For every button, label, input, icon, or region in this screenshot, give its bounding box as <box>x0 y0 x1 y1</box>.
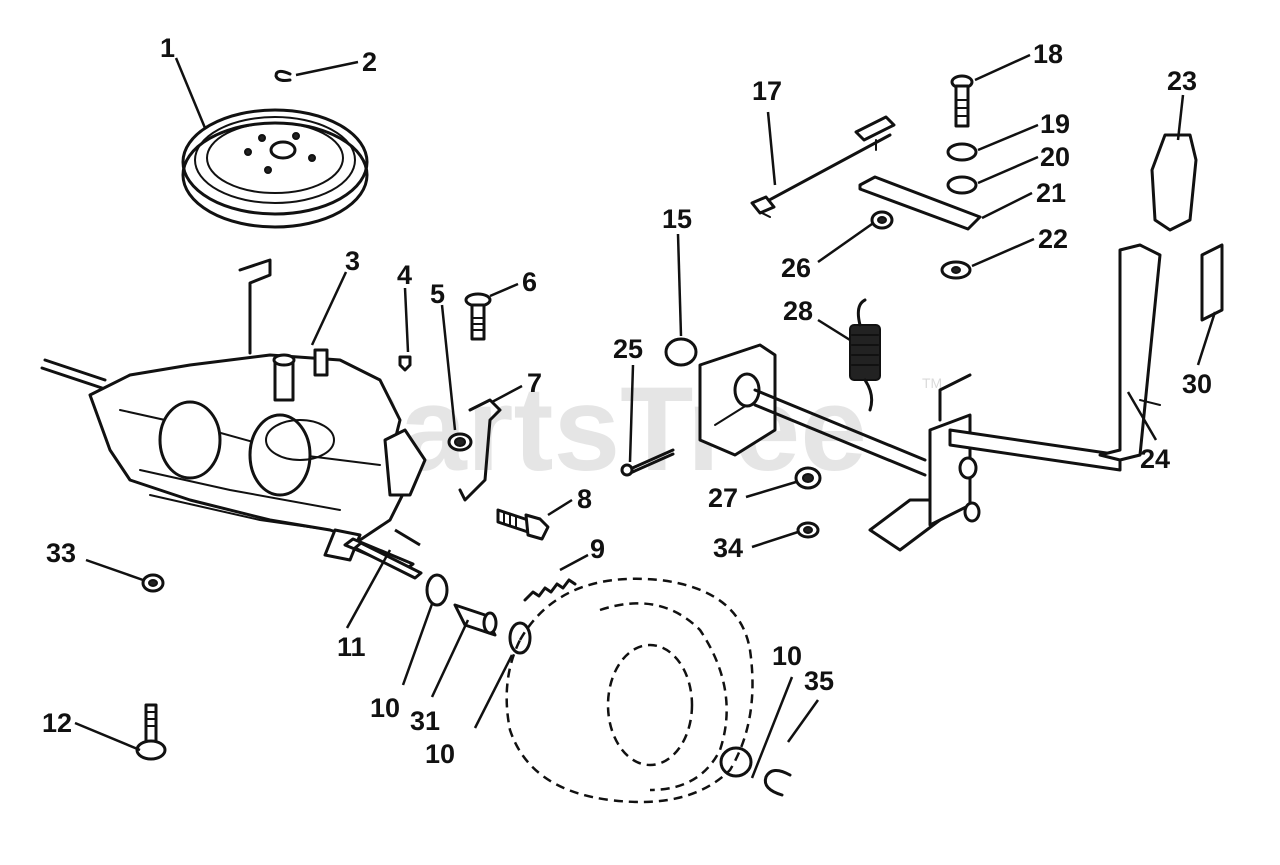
callout-9: 9 <box>590 534 605 564</box>
callout-10-c: 10 <box>772 641 802 671</box>
callout-15: 15 <box>662 204 692 234</box>
callout-33: 33 <box>46 538 76 568</box>
callout-27: 27 <box>708 483 738 513</box>
callout-1: 1 <box>160 33 175 63</box>
callout-18: 18 <box>1033 39 1063 69</box>
callout-11: 11 <box>337 632 366 662</box>
callout-4: 4 <box>397 260 412 290</box>
part-15-washer <box>664 337 698 367</box>
part-33-nut <box>141 573 165 593</box>
part-26-nut <box>870 210 894 230</box>
part-20-washer <box>946 175 978 195</box>
part-35-clip <box>763 769 792 797</box>
callout-31: 31 <box>410 706 440 736</box>
part-9-spring <box>523 578 577 602</box>
callout-35: 35 <box>804 666 834 696</box>
part-3-transaxle <box>40 258 427 562</box>
callout-3: 3 <box>345 246 360 276</box>
callout-19: 19 <box>1040 109 1070 139</box>
leader-lines <box>74 53 1217 779</box>
part-21-plate <box>858 175 982 231</box>
part-17-rod <box>750 115 896 218</box>
callout-10-b: 10 <box>425 739 455 769</box>
part-4-pin <box>398 355 412 372</box>
callout-23: 23 <box>1167 66 1197 96</box>
callout-20: 20 <box>1040 142 1070 172</box>
part-23-pedal-pad <box>1150 133 1198 232</box>
callout-34: 34 <box>713 533 743 563</box>
callout-5: 5 <box>430 279 445 309</box>
callout-22: 22 <box>1038 224 1068 254</box>
callout-25: 25 <box>613 334 643 364</box>
part-31-spacer <box>453 603 498 637</box>
part-5-nut <box>447 432 473 452</box>
part-10-washer-1 <box>425 573 449 607</box>
callout-8: 8 <box>577 484 592 514</box>
part-25-cotter <box>626 448 675 476</box>
callout-26: 26 <box>781 253 811 283</box>
callout-2: 2 <box>362 47 377 77</box>
callout-12: 12 <box>42 708 72 738</box>
callout-24: 24 <box>1140 444 1170 474</box>
callout-28: 28 <box>783 296 813 326</box>
part-1-pulley <box>181 108 369 229</box>
callout-10-a: 10 <box>370 693 400 723</box>
part-6-bolt <box>464 292 492 341</box>
part-28-spring <box>849 298 881 412</box>
watermark-trademark: TM <box>922 375 942 391</box>
part-30-decal <box>1200 243 1224 322</box>
part-19-washer <box>946 142 978 162</box>
callout-30: 30 <box>1182 369 1212 399</box>
part-22-washer <box>940 260 972 280</box>
part-24-pedal-assembly <box>698 243 1162 552</box>
part-8-bolt <box>496 508 550 541</box>
part-10-washer-3 <box>719 746 753 778</box>
part-12-bolt <box>135 703 167 761</box>
part-27-nut <box>794 466 822 490</box>
callout-21: 21 <box>1036 178 1066 208</box>
part-18-bolt <box>950 74 974 128</box>
callout-7: 7 <box>527 368 542 398</box>
callout-17: 17 <box>752 76 782 106</box>
part-7-bracket <box>458 398 502 502</box>
part-2-clip <box>274 69 292 82</box>
wheel-dashed <box>505 577 754 804</box>
callout-labels: 1 2 3 4 5 6 7 8 9 10 10 10 11 12 15 17 1… <box>42 33 1212 769</box>
part-34-washer <box>796 521 820 539</box>
callout-6: 6 <box>522 267 537 297</box>
